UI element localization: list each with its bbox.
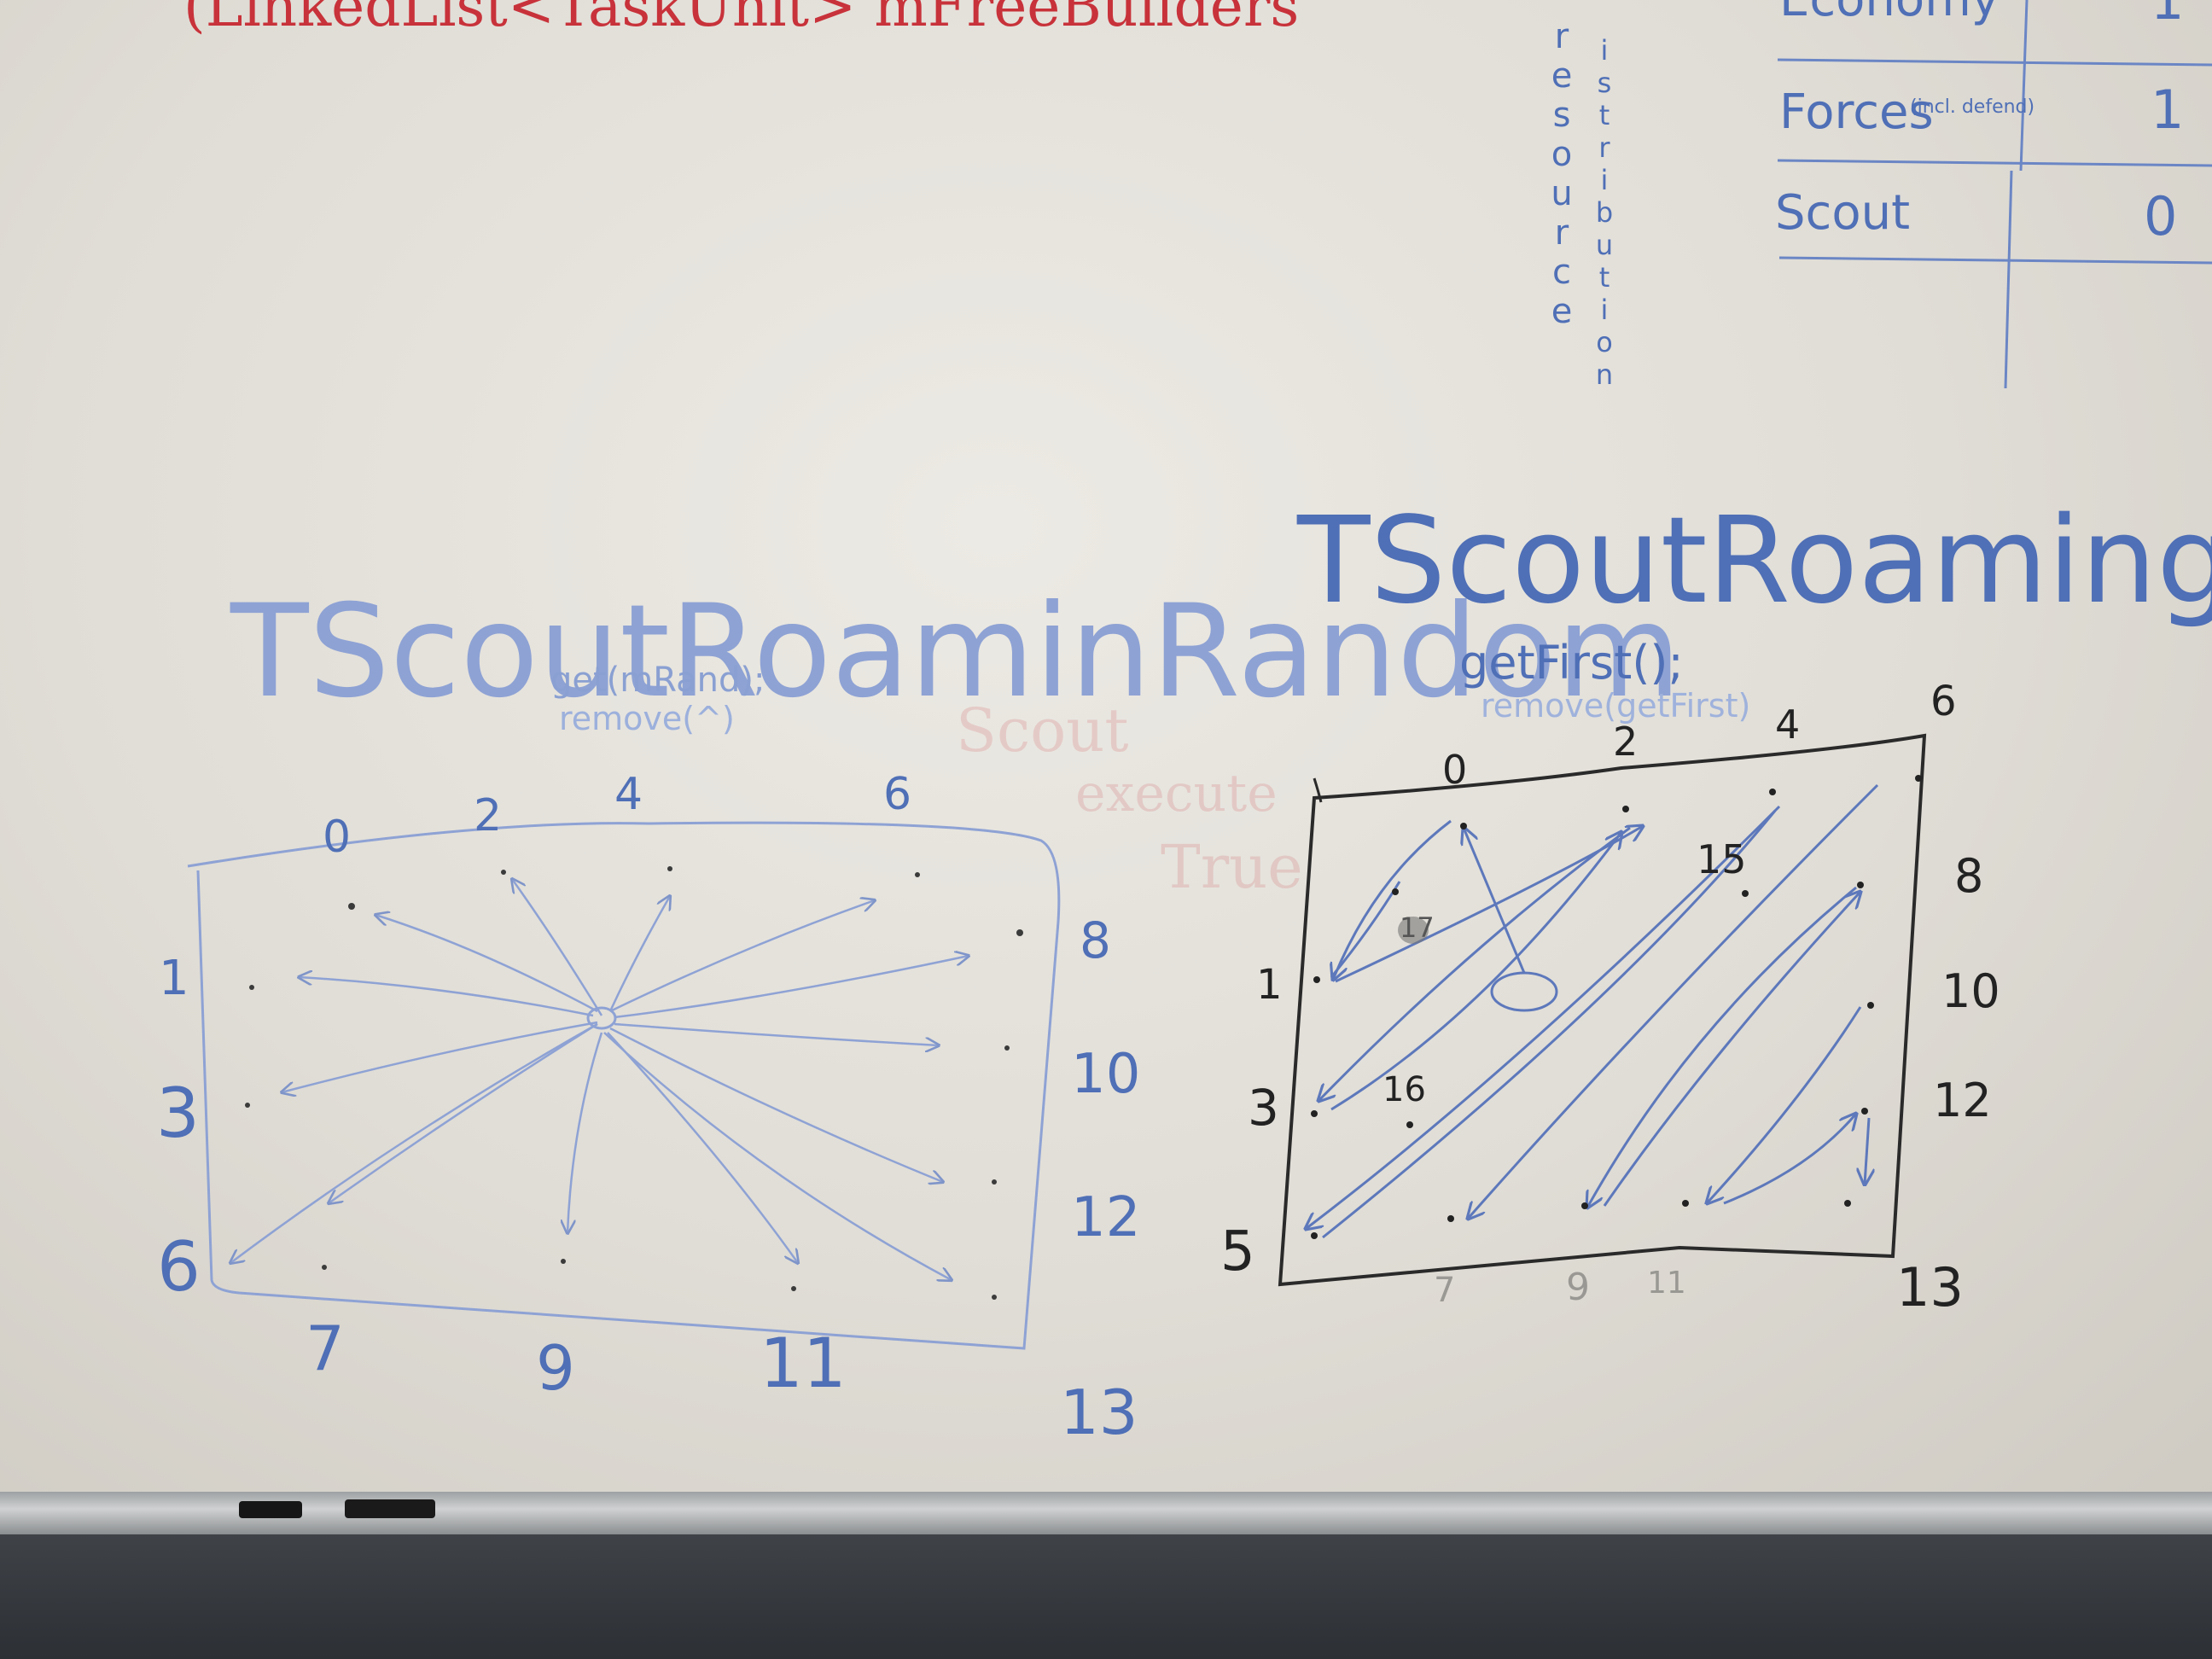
right-corner-bottom-13: 13 <box>1896 1256 1964 1318</box>
left-side-label-6: 6 <box>157 1227 201 1307</box>
right-inner-label-17: 17 <box>1400 911 1435 944</box>
svg-text:execute: execute <box>1075 764 1278 824</box>
right-right-label-8: 8 <box>1954 849 1983 903</box>
marker-black <box>239 1501 302 1518</box>
left-top-label-4: 4 <box>614 769 643 820</box>
svg-text:True: True <box>1161 832 1303 902</box>
resource-distribution: resource istribution <box>1542 17 1621 391</box>
right-inner-label-16: 16 <box>1382 1070 1426 1109</box>
resource-vertical-word: resource <box>1542 17 1581 331</box>
left-top-label-0: 0 <box>323 812 351 863</box>
left-top-label-6: 6 <box>883 769 911 820</box>
right-inner-label-15: 15 <box>1697 836 1747 882</box>
right-top-label-2: 2 <box>1613 719 1638 765</box>
left-code-line1: get(mRand); <box>550 661 765 700</box>
top-code-text: (LinkedList<TaskUnit> mFreeBuilders <box>183 0 1299 39</box>
table-row-forces-note: (incl. defend) <box>1910 96 2034 118</box>
erased-writing: Scout execute True <box>956 696 1303 902</box>
left-diagram: TScoutRoaminRandom get(mRand); remove(^) <box>156 578 1681 1448</box>
table-row-forces-value: 1 <box>2151 79 2184 141</box>
right-top-label-4: 4 <box>1775 701 1800 748</box>
left-code-line2: remove(^) <box>559 700 735 737</box>
table-row-scout-label: Scout <box>1775 185 1910 241</box>
right-right-label-12: 12 <box>1933 1074 1992 1127</box>
right-corner-top-6: 6 <box>1930 678 1957 725</box>
svg-text:Scout: Scout <box>956 696 1129 765</box>
right-diagram: TScoutRoaming getFirst(); remove(getFirs… <box>1220 492 2212 1318</box>
table-row-economy-value: 1 <box>2151 0 2184 32</box>
right-code-line1: getFirst(); <box>1459 636 1684 690</box>
right-left-label-3: 3 <box>1248 1079 1279 1137</box>
right-code-line2: remove(getFirst) <box>1481 687 1750 725</box>
left-corner-label-13: 13 <box>1060 1377 1138 1448</box>
right-bottom-label-7: 7 <box>1434 1271 1455 1310</box>
left-dots <box>245 866 1023 1300</box>
right-left-label-1: 1 <box>1256 961 1283 1009</box>
wall-below <box>0 1534 2212 1659</box>
left-bottom-label-11: 11 <box>760 1324 847 1403</box>
right-bottom-label-11: 11 <box>1647 1266 1686 1301</box>
resource-table <box>1777 0 2212 389</box>
left-side-label-1: 1 <box>159 951 189 1006</box>
table-row-forces-label: Forces <box>1779 84 1934 140</box>
left-bottom-label-9: 9 <box>536 1332 575 1404</box>
right-right-label-10: 10 <box>1941 964 2000 1018</box>
marker-black-2 <box>345 1499 435 1518</box>
left-side-label-3: 3 <box>156 1074 200 1153</box>
left-bottom-label-7: 7 <box>306 1313 345 1384</box>
right-title: TScoutRoaming <box>1296 492 2212 631</box>
table-row-scout-value: 0 <box>2144 185 2177 247</box>
right-dots <box>1311 775 1922 1239</box>
right-top-label-0: 0 <box>1442 747 1467 793</box>
left-right-label-8: 8 <box>1080 911 1111 969</box>
right-left-label-5: 5 <box>1220 1220 1255 1284</box>
left-top-label-2: 2 <box>474 790 502 841</box>
table-row-economy-label: Economy <box>1779 0 2000 27</box>
left-right-label-10: 10 <box>1071 1043 1140 1106</box>
distribution-vertical-word: istribution <box>1588 34 1621 391</box>
right-bottom-label-9: 9 <box>1566 1266 1590 1309</box>
whiteboard <box>0 0 2212 1502</box>
left-right-label-12: 12 <box>1071 1186 1140 1249</box>
left-title: TScoutRoaminRandom <box>230 578 1681 726</box>
